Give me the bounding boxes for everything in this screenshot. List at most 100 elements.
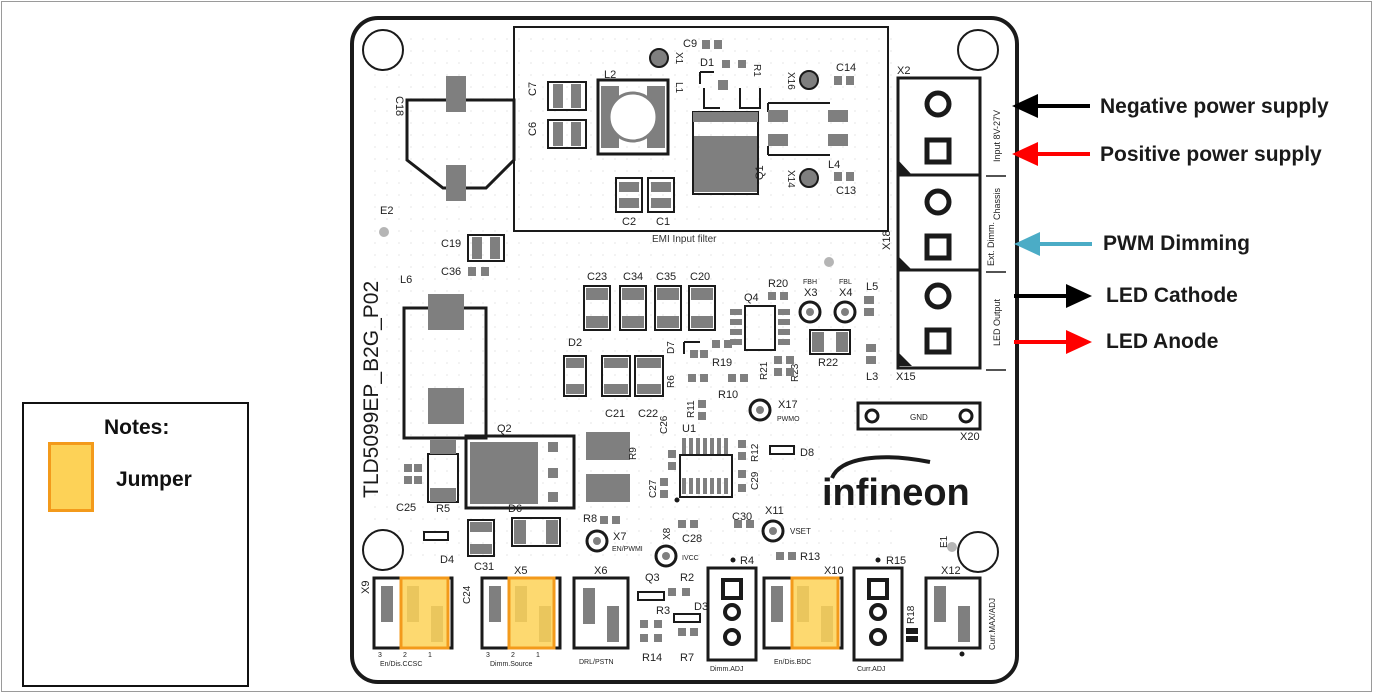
ref-x20: X20 <box>960 431 980 443</box>
r15-pin-1 <box>867 578 889 600</box>
ref-r22: R22 <box>818 357 838 369</box>
r9-pad-a <box>586 432 630 460</box>
ref-d2: D2 <box>568 337 582 349</box>
x14-testpoint <box>799 168 819 188</box>
ref-d4: D4 <box>440 554 454 566</box>
d7-outline <box>683 341 700 354</box>
input-voltage-label: Input 8V-27V <box>992 110 1002 162</box>
mounting-hole-bottom-left <box>362 529 404 571</box>
r20-pad-b <box>780 292 788 300</box>
arrow-led-cathode <box>1014 284 1092 308</box>
x9-connector-label: En/Dis.CCSC <box>380 661 422 668</box>
q4-outline <box>744 305 776 351</box>
x10-pin-3 <box>771 586 783 622</box>
ref-e2: E2 <box>380 205 393 217</box>
ref-x2: X2 <box>897 65 910 77</box>
r11-pad-b <box>698 412 706 420</box>
ref-c29: C29 <box>750 471 761 490</box>
q3-area-pads <box>640 588 698 642</box>
ref-r11: R11 <box>686 400 697 418</box>
c36-pad-a <box>468 267 476 276</box>
x5-connector-label: Dimm.Source <box>490 661 533 668</box>
x5-pin-label-3: 3 <box>486 652 490 659</box>
x20-pin-b <box>958 408 974 424</box>
ref-x1: X1 <box>673 52 684 65</box>
x4-testpoint-core <box>841 308 849 316</box>
d2-pad-a <box>566 358 584 368</box>
r4-connector-label: Dimm.ADJ <box>710 666 743 673</box>
ref-c7: C7 <box>527 82 539 96</box>
d6-outline <box>511 517 561 547</box>
ref-c18: C18 <box>393 96 405 116</box>
ref-d3: D3 <box>694 601 708 613</box>
ref-d7: D7 <box>666 341 677 354</box>
l5-pad-b <box>864 308 874 316</box>
ref-x3: X3 <box>804 287 817 299</box>
ref-r14: R14 <box>642 652 662 664</box>
r20-pad-a <box>768 292 776 300</box>
x8-testpoint-core <box>662 552 670 560</box>
ref-l6: L6 <box>400 274 412 286</box>
c1-pad-b <box>651 198 671 208</box>
r15-pin1-dot <box>875 557 881 563</box>
ref-x9: X9 <box>360 581 372 594</box>
x2-pin-negative <box>924 90 952 118</box>
q1-pin-bar <box>693 112 758 122</box>
ref-c21: C21 <box>605 408 625 420</box>
ref-l2: L2 <box>604 69 616 81</box>
c7-pad-a <box>553 84 563 108</box>
u1-side-pads <box>660 440 754 528</box>
x20-pin-a <box>864 408 880 424</box>
c31-outline <box>467 519 495 557</box>
c6-pad-a <box>553 122 563 146</box>
ref-r18: R18 <box>906 605 917 624</box>
c18-pad-bottom <box>446 165 466 201</box>
ref-x4: X4 <box>839 287 852 299</box>
testpoint-pwmo-label: PWMO <box>777 416 800 423</box>
terminal-corner-mark-3 <box>898 352 912 366</box>
testpoint-vset-label: VSET <box>790 527 811 536</box>
r5-pad-b <box>430 488 456 502</box>
ref-r3: R3 <box>656 605 670 617</box>
u1-pin1-dot <box>674 497 680 503</box>
ref-x16: X16 <box>785 72 796 90</box>
ref-r4: R4 <box>740 555 754 567</box>
ref-r9: R9 <box>628 447 639 460</box>
d4-body <box>423 531 449 541</box>
r11-pad-a <box>698 400 706 408</box>
ref-l5: L5 <box>866 281 878 293</box>
l4-outline <box>767 102 830 156</box>
ref-q4: Q4 <box>744 292 759 304</box>
x15-pin-cathode <box>924 282 952 310</box>
ref-c24: C24 <box>462 585 473 604</box>
ref-r1: R1 <box>751 64 762 77</box>
d6-pad-a <box>514 520 526 544</box>
d2-pad-b <box>566 384 584 394</box>
x12-pin1-dot <box>959 651 965 657</box>
ref-d1: D1 <box>700 57 714 69</box>
c13-pad-a <box>834 172 842 181</box>
d6-pad-b <box>546 520 558 544</box>
arrow-pwm-dimming <box>1014 232 1092 256</box>
r22-pad-a <box>812 332 824 352</box>
x15-pin-anode <box>924 327 952 355</box>
ref-c20: C20 <box>690 271 710 283</box>
r22-pad-b <box>836 332 848 352</box>
x6-outline <box>572 576 630 650</box>
terminal-block-outline <box>896 76 982 370</box>
chassis-label: Chassis <box>992 187 1002 220</box>
ext-dimm-label: Ext. Dimm. <box>986 222 996 266</box>
ref-x10: X10 <box>824 565 844 577</box>
ref-c35: C35 <box>656 271 676 283</box>
c36-pad-b <box>481 267 489 276</box>
r1-pad-b <box>738 60 746 68</box>
ref-c31: C31 <box>474 561 494 573</box>
ref-c13: C13 <box>836 185 856 197</box>
ref-q1: Q1 <box>754 165 766 180</box>
ref-r5: R5 <box>436 503 450 515</box>
c7-outline <box>547 81 587 111</box>
testpoint-fbl-label: FBL <box>839 279 852 286</box>
l3-pad-b <box>866 356 876 364</box>
